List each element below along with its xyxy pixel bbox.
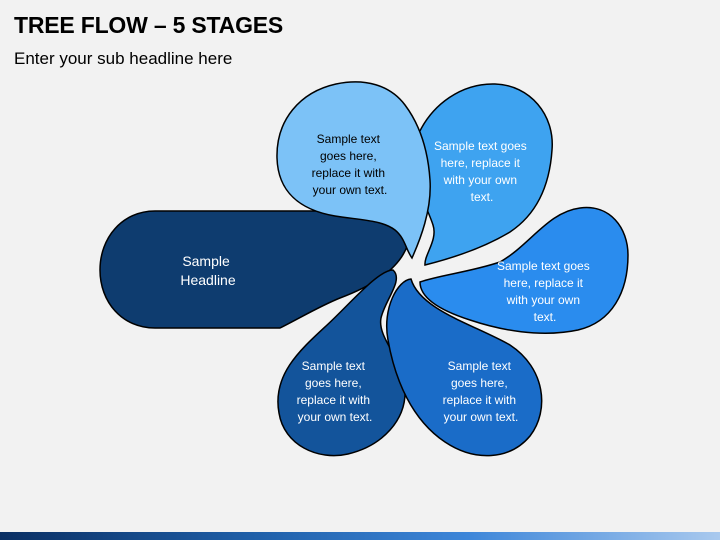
petal-bottom-right-shape[interactable] [386,278,543,457]
petal-right-line-2: here, replace it [504,276,584,290]
petal-top-left-shape[interactable] [276,81,431,260]
petal-top-right-text: Sample text goes here, replace it with y… [434,139,530,204]
bottom-accent-bar [0,532,720,540]
petal-bottom-right-line-2: goes here, [451,376,508,390]
petal-top-left-line-3: replace it with [312,166,385,180]
petal-top-left-text: Sample text goes here, replace it with y… [312,132,389,197]
petal-bottom-left-line-2: goes here, [305,376,362,390]
petal-top-right-shape[interactable] [412,83,553,266]
petal-right-text: Sample text goes here, replace it with y… [497,259,593,324]
petal-bottom-right-line-4: your own text. [444,410,519,424]
petal-bottom-left-line-4: your own text. [298,410,373,424]
petal-top-left-line-4: your own text. [313,183,388,197]
petal-bottom-left-line-3: replace it with [297,393,370,407]
petal-top-right-line-2: here, replace it [441,156,521,170]
petal-right-line-1: Sample text goes [497,259,590,273]
petal-bottom-left-shape[interactable] [277,269,406,457]
petal-top-left-line-2: goes here, [320,149,377,163]
petal-bottom-left-text: Sample text goes here, replace it with y… [297,359,374,424]
petal-bottom-right-text: Sample text goes here, replace it with y… [443,359,520,424]
headline-text: Sample Headline [180,253,235,288]
petal-bottom-right-line-3: replace it with [443,393,516,407]
petal-right-line-4: text. [534,310,557,324]
petal-bottom-right-line-1: Sample text [448,359,512,373]
page-title: TREE FLOW – 5 STAGES [14,12,284,38]
petal-bottom-left-line-1: Sample text [302,359,366,373]
petal-right-line-3: with your own [506,293,580,307]
petal-top-left-line-1: Sample text [317,132,381,146]
petal-right-shape[interactable] [419,206,629,335]
headline-line-1: Sample [182,253,230,269]
petal-top-right-line-4: text. [471,190,494,204]
petal-top-right-line-1: Sample text goes [434,139,527,153]
page-subtitle: Enter your sub headline here [14,49,233,68]
headline-line-2: Headline [180,272,235,288]
petal-top-right-line-3: with your own [443,173,517,187]
